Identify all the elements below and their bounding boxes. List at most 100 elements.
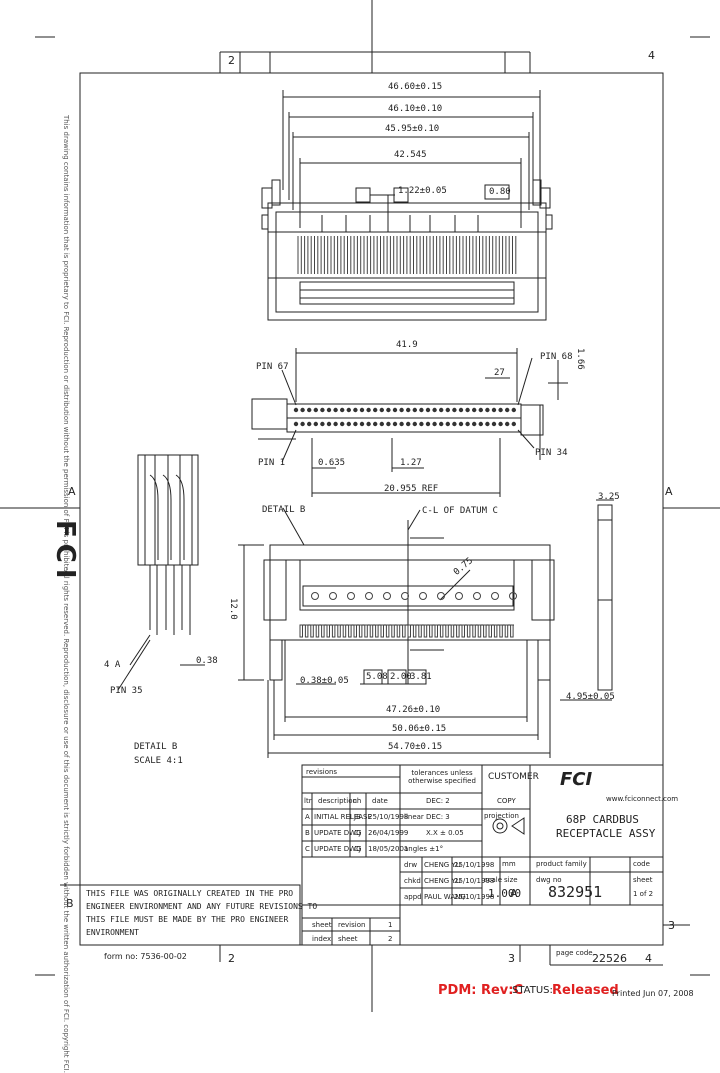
dim-label: 1.66 xyxy=(575,348,585,370)
pin-dot xyxy=(333,407,338,413)
front-tooth xyxy=(466,624,471,638)
front-tooth xyxy=(353,624,357,638)
front-tooth xyxy=(342,624,347,638)
dim-label: 45.95±0.10 xyxy=(385,124,440,134)
front-tooth xyxy=(358,624,363,638)
footer-cell: index xyxy=(312,935,332,943)
front-hole xyxy=(491,592,499,600)
note-line: THIS FILE WAS ORIGINALLY CREATED IN THE … xyxy=(86,889,294,898)
datum-label: C-L OF DATUM C xyxy=(422,506,498,516)
pin-dot xyxy=(498,421,503,427)
front-tooth xyxy=(348,624,352,638)
front-hole xyxy=(365,592,373,600)
title-block xyxy=(301,764,664,966)
pin-dot xyxy=(432,421,437,427)
front-hole xyxy=(455,592,463,600)
detail-scale: SCALE 4:1 xyxy=(134,756,183,766)
size-value: A xyxy=(510,887,518,900)
product-name: 68P CARDBUS xyxy=(566,813,639,826)
rev-cell: 18/05/2001 xyxy=(368,845,409,853)
pin-dot xyxy=(307,421,312,427)
zone-marker: A xyxy=(68,485,76,498)
pin-dot xyxy=(439,407,444,413)
rev-cell: UPDATE DWG xyxy=(314,829,362,837)
rev-col: date xyxy=(372,797,388,805)
sheet-value: 1 of 2 xyxy=(633,890,654,898)
pin-dot xyxy=(458,421,464,427)
role-label: chkd xyxy=(404,877,421,885)
pin-dot xyxy=(412,407,417,413)
pin-dot xyxy=(412,421,417,427)
pin-dot xyxy=(313,407,318,413)
dim-label: 0.38±0.05 xyxy=(300,676,349,686)
front-tooth xyxy=(429,624,433,638)
technical-drawing xyxy=(0,0,720,1012)
rev-cell: CJ xyxy=(354,845,361,853)
front-tooth xyxy=(364,624,368,638)
pin-label: PIN 1 xyxy=(258,458,286,468)
projection-label: projection xyxy=(484,812,519,820)
pin-dot xyxy=(346,407,351,413)
role-date: 25/10/1998 xyxy=(454,893,495,901)
front-hole xyxy=(401,592,409,600)
tolerance-row: X.X ± 0.05 xyxy=(426,829,464,837)
rev-cell: JB xyxy=(354,813,361,821)
front-dots xyxy=(299,592,517,638)
note-line: THIS FILE MUST BE MADE BY THE PRO ENGINE… xyxy=(86,915,289,924)
footer-cell: sheet xyxy=(338,935,358,943)
pin-dot xyxy=(505,407,510,413)
dim-label: 46.10±0.10 xyxy=(388,104,443,114)
pin-dot xyxy=(340,421,345,427)
pin-dot xyxy=(373,421,378,427)
scale-value: 1.000 xyxy=(488,887,522,900)
pin-dot xyxy=(478,421,483,427)
pin-dot xyxy=(439,421,444,427)
rev-cell: 26/04/1999 xyxy=(368,829,409,837)
rev-col: ch xyxy=(353,797,362,805)
product-family-label: product family xyxy=(536,860,587,868)
front-hole xyxy=(329,592,337,600)
detail-label: 4 A xyxy=(104,660,121,670)
pin-dot xyxy=(478,407,483,413)
front-tooth xyxy=(456,624,460,638)
dim-label: 27 xyxy=(494,368,505,378)
pin-dot xyxy=(359,421,365,427)
pin-dot xyxy=(386,407,391,413)
front-tooth xyxy=(423,624,428,638)
dim-label: 1.27 xyxy=(400,458,422,468)
front-tooth xyxy=(510,624,514,638)
footer-cell: revision xyxy=(338,921,366,929)
status-value: Released xyxy=(552,983,619,998)
pin-dot xyxy=(359,407,365,413)
rev-cell: CJ xyxy=(354,829,361,837)
footer-cell: 2 xyxy=(388,935,393,943)
detail-label: PIN 35 xyxy=(110,686,143,696)
front-tooth xyxy=(402,624,406,638)
dim-label: 20.955 REF xyxy=(384,484,439,494)
tolerance-header: tolerances unless otherwise specified xyxy=(408,769,476,785)
drawing-number: 832951 xyxy=(548,883,603,901)
footer-cell: 1 xyxy=(388,921,393,929)
pin-dot xyxy=(399,407,404,413)
page-code-label: page code xyxy=(556,949,593,957)
dim-label: 46.60±0.15 xyxy=(388,82,443,92)
dim-label: 2.00 xyxy=(390,672,412,682)
zone-marker: 3 xyxy=(508,952,515,965)
dim-label: 42.545 xyxy=(394,150,427,160)
front-tooth xyxy=(499,624,503,638)
status-label: STATUS: xyxy=(512,985,553,996)
pin-dot xyxy=(425,421,431,427)
pin-label: PIN 34 xyxy=(535,448,568,458)
pin-dot xyxy=(326,407,332,413)
page-code-value: 22526 xyxy=(592,952,627,965)
company-logo: FCI xyxy=(560,769,593,790)
front-tooth xyxy=(483,624,487,638)
pin-dot xyxy=(406,407,411,413)
pin-dot xyxy=(326,421,332,427)
detail-callout: DETAIL B xyxy=(262,505,306,515)
scale-label: scale xyxy=(484,876,503,884)
front-tooth xyxy=(304,624,309,638)
pin-dot xyxy=(452,407,457,413)
note-line: ENVIRONMENT xyxy=(86,928,139,937)
footer-cell: sheet xyxy=(312,921,332,929)
